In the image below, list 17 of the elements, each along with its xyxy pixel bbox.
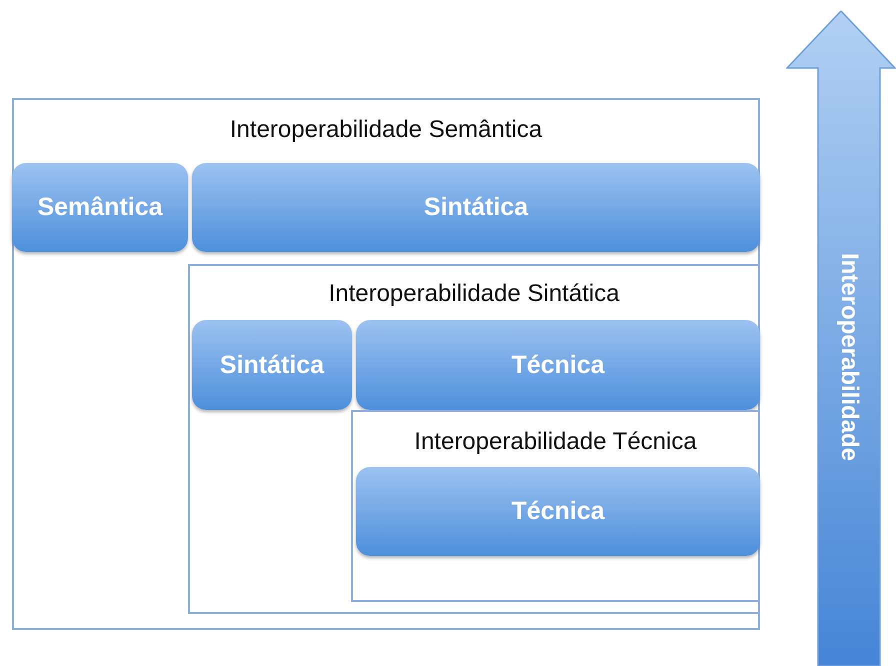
layer-label: Técnica [511,350,605,380]
group-frame [12,98,760,630]
layer-box [192,320,352,410]
group-title: Interoperabilidade Técnica [413,428,698,456]
layer-label: Sintática [220,350,324,380]
layer-label: Técnica [511,497,605,526]
group-frame [351,410,760,602]
group-frame [188,264,760,614]
layer-label: Semântica [37,193,163,222]
layer-box [356,467,760,556]
layer-label: Sintática [424,193,528,222]
layer-box [12,163,188,252]
group-title: Interoperabilidade Semântica [228,116,544,144]
group-title: Interoperabilidade Sintática [328,280,620,308]
axis-label: Interoperabilidade [835,252,863,464]
layer-box [192,163,760,252]
layer-box [356,320,760,410]
